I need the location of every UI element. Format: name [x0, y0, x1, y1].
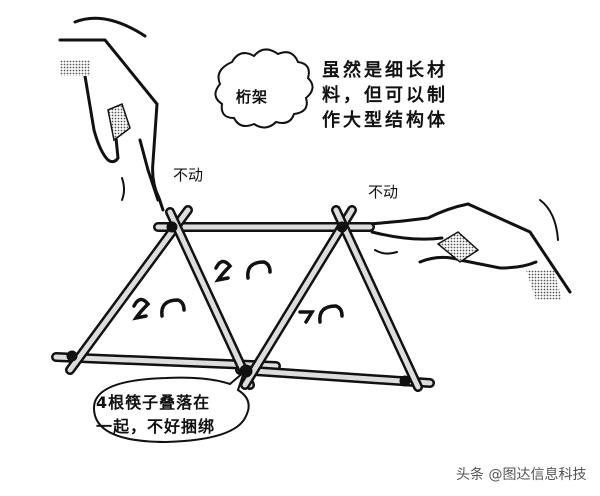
right-fingernail-icon — [436, 231, 480, 263]
right-hand-shading — [526, 270, 562, 300]
truss-structure — [51, 205, 435, 392]
cloud-label: 桁架 — [236, 88, 269, 106]
left-fingernail-icon — [107, 102, 131, 142]
stress-eyes-icon — [132, 259, 344, 324]
right-hand-icon — [366, 199, 572, 294]
watermark: 头条 @图达信息科技 — [456, 467, 587, 483]
left-hand-icon — [58, 16, 165, 212]
left-hand-label: 不动 — [173, 166, 204, 184]
description-text: 虽然是细长材 料，但可以制 作大型结构体 — [322, 60, 448, 131]
left-hand-shading — [60, 60, 90, 76]
speech-bubble-icon — [92, 368, 250, 444]
thought-cloud-icon — [214, 48, 314, 129]
speech-bubble-text: 4根筷子叠落在 一起，不好捆绑 — [96, 393, 216, 436]
right-hand-label: 不动 — [368, 183, 399, 201]
